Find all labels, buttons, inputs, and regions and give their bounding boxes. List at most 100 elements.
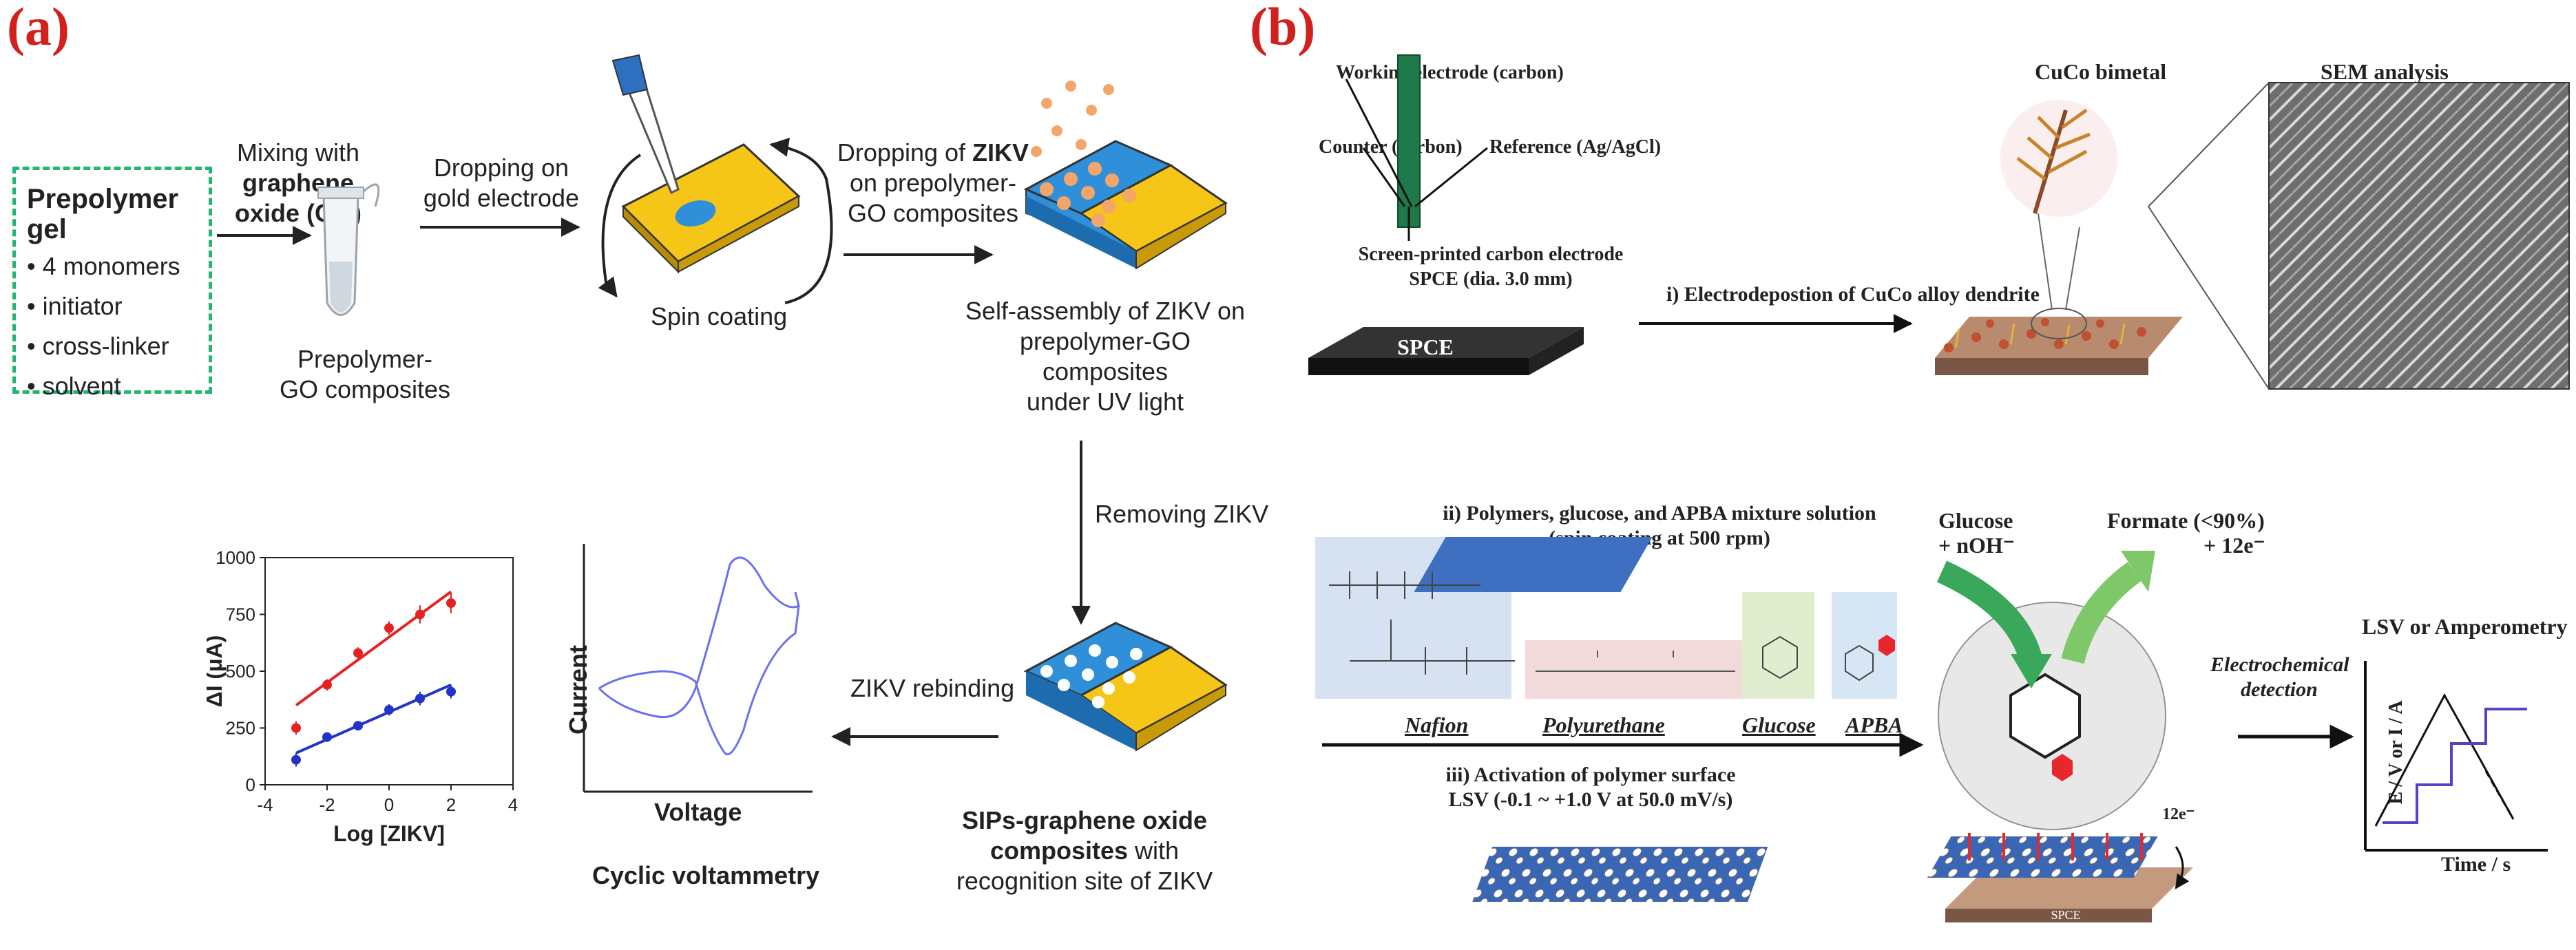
x-tick-label: 4: [508, 794, 518, 815]
step2-line: ii) Polymers, glucose, and APBA mixture …: [1443, 502, 1876, 525]
data-point: [415, 609, 425, 620]
data-point: [415, 693, 425, 704]
spin-loop-arrow: [598, 154, 642, 298]
prepolymer-item: • initiator: [27, 292, 123, 320]
prepolymer-go-line: GO composites: [279, 375, 451, 403]
glucose-reaction-label: Glucose + nOH⁻: [1938, 508, 2015, 558]
data-point: [353, 721, 363, 731]
data-point: [291, 723, 301, 733]
spce-desc-line: SPCE (dia. 3.0 mm): [1409, 268, 1573, 290]
electrochem-line: detection: [2241, 678, 2318, 701]
step1-label: i) Electrodepostion of CuCo alloy dendri…: [1666, 283, 2040, 306]
self-assembly-label: Self-assembly of ZIKV on prepolymer-GO c…: [957, 296, 1253, 417]
self-assembly-line: under UV light: [1026, 388, 1184, 416]
glucose-structure: [1762, 635, 1798, 679]
lsv-xlabel: Time / s: [2441, 853, 2511, 876]
dropping-zikv-label: Dropping of ZIKV on prepolymer- GO compo…: [833, 138, 1033, 229]
spce-block: SPCE: [1308, 327, 1584, 375]
data-point: [322, 732, 332, 742]
step3-label: iii) Activation of polymer surface LSV (…: [1398, 763, 1783, 812]
y-tick-label: 1000: [216, 547, 255, 568]
polyurethane-structure: [1536, 651, 1735, 672]
prepolymer-go-line: Prepolymer-: [297, 345, 433, 373]
sips-label: SIPs-graphene oxide composites with reco…: [936, 805, 1233, 896]
sips-line-bold: SIPs-graphene oxide: [961, 806, 1208, 834]
arrow-glucose-in-head: [2011, 654, 2052, 688]
panel-a-graphics: [217, 54, 1228, 793]
sips-line: recognition site of ZIKV: [956, 867, 1213, 895]
step2-label: ii) Polymers, glucose, and APBA mixture …: [1405, 501, 1914, 551]
cv-xlabel: Voltage: [654, 798, 742, 826]
arrow-formate-out-head: [2121, 551, 2155, 592]
nafion-film: [1414, 537, 1653, 592]
data-point: [322, 679, 332, 690]
prepolymer-item: • solvent: [27, 372, 121, 400]
data-point: [446, 598, 456, 608]
sips-with: with: [1128, 836, 1180, 865]
lsv-title: LSV or Amperometry: [2362, 614, 2568, 639]
zikv-rebinding-label: ZIKV rebinding: [850, 674, 1015, 702]
pipette-icon: [611, 54, 680, 195]
prepolymer-item: • cross-linker: [27, 332, 169, 360]
panel-b-label: (b): [1250, 0, 1316, 56]
working-electrode-label: Working electrode (carbon): [1336, 62, 1564, 83]
sem-label: SEM analysis: [2321, 59, 2449, 84]
glucose-bg: [1742, 592, 1814, 699]
fit-line: [295, 590, 452, 707]
spce-electrode-icon: [1345, 54, 1488, 241]
y-tick-label: 500: [226, 661, 255, 682]
cuco-dendrite-icon: [2000, 100, 2117, 217]
formate-line: Formate (<90%): [2107, 508, 2265, 533]
y-tick-label: 250: [226, 718, 255, 739]
data-point: [384, 623, 394, 633]
glucose-line: Glucose: [1938, 508, 2013, 533]
data-point: [446, 686, 456, 697]
compound-nafion: Nafion: [1405, 712, 1469, 737]
arrow-formate-out: [2061, 562, 2142, 664]
formate-line: + 12e⁻: [2203, 533, 2265, 558]
spin-loop-arrow: [769, 138, 833, 304]
compound-glucose: Glucose: [1742, 712, 1816, 737]
zikv-electrode-icon: [1023, 81, 1228, 270]
dropping-zikv-line: GO composites: [847, 199, 1019, 227]
glucose-sensor-icon: SPCE: [1927, 602, 2193, 922]
removing-zikv-label: Removing ZIKV: [1095, 500, 1269, 528]
twelve-e-label: 12e⁻: [2162, 805, 2195, 823]
zikv-bold: ZIKV: [972, 138, 1029, 167]
tube-icon: [317, 183, 380, 316]
mixing-line: Mixing with: [236, 138, 360, 167]
apba-hex: [1878, 635, 1895, 656]
gold-electrode-icon: [621, 143, 801, 274]
formate-label: Formate (<90%) + 12e⁻: [2107, 508, 2265, 558]
data-point: [384, 705, 394, 715]
spin-coating-label: Spin coating: [651, 302, 788, 330]
nafion-structure: [1329, 571, 1515, 675]
compound-polyurethane: Polyurethane: [1542, 712, 1665, 737]
x-tick-label: 2: [446, 794, 456, 815]
polyurethane-bg: [1525, 640, 1746, 699]
prepolymer-item: • 4 monomers: [27, 252, 180, 280]
lsv-plot: [2364, 661, 2548, 852]
y-tick-label: 0: [246, 774, 255, 795]
step3-line: iii) Activation of polymer surface: [1445, 763, 1736, 786]
counter-electrode-label: Counter (carbon): [1319, 136, 1463, 158]
compound-apba: APBA: [1845, 712, 1903, 737]
prepolymer-gel-title: Prepolymer gel: [27, 184, 179, 244]
dropping-zikv-line: on prepolymer-: [849, 169, 1017, 197]
dropping-step-label: Dropping on gold electrode: [419, 153, 584, 213]
cuco-electrode-icon: [1935, 213, 2183, 375]
data-point: [291, 754, 301, 765]
cv-plot: [583, 544, 813, 793]
sem-image: [2148, 82, 2570, 390]
spce-desc-label: Screen-printed carbon electrode SPCE (di…: [1339, 242, 1642, 292]
dropping-line: Dropping on: [433, 154, 569, 182]
reference-electrode-label: Reference (Ag/AgCl): [1489, 136, 1662, 158]
data-point: [353, 648, 363, 658]
dropping-zikv-text: Dropping of: [837, 138, 973, 167]
prepolymer-gel-box: Prepolymer gel • 4 monomers • initiator …: [12, 167, 212, 400]
arrow-glucose-in: [1936, 560, 2043, 664]
spce-block-label: SPCE: [1397, 335, 1454, 359]
electrochem-label: Electrochemical detection: [2210, 653, 2349, 702]
prepolymer-go-label: Prepolymer- GO composites: [262, 344, 468, 405]
